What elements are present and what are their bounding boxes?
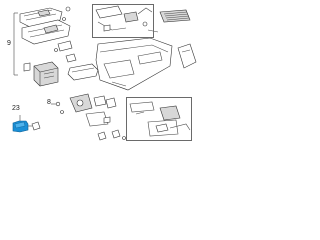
storage-box-part bbox=[23, 61, 59, 87]
fastener-parts bbox=[50, 101, 126, 141]
inset-box-top-right bbox=[92, 4, 154, 38]
highlighted-usb-port-part bbox=[12, 115, 41, 133]
vent-panel-part bbox=[159, 9, 191, 23]
armrest-part bbox=[67, 63, 99, 81]
callout-8-label: 8 bbox=[47, 99, 51, 106]
module-box-part bbox=[129, 101, 191, 137]
console-body-part bbox=[95, 37, 173, 91]
bracket-9 bbox=[13, 12, 18, 76]
callout-9-label: 9 bbox=[7, 40, 11, 47]
console-tray-part bbox=[21, 19, 71, 45]
cup-holder-part bbox=[69, 93, 117, 127]
diagram-drawing bbox=[12, 5, 197, 141]
side-panel-part bbox=[177, 43, 197, 69]
callout-23-label: 23 bbox=[12, 105, 20, 112]
upper-right-parts bbox=[95, 5, 159, 33]
console-lid-part bbox=[19, 6, 71, 28]
inset-box-bottom-right bbox=[126, 97, 192, 141]
bracket-parts bbox=[54, 40, 77, 63]
parts-diagram: 9 23 8 bbox=[0, 0, 200, 147]
